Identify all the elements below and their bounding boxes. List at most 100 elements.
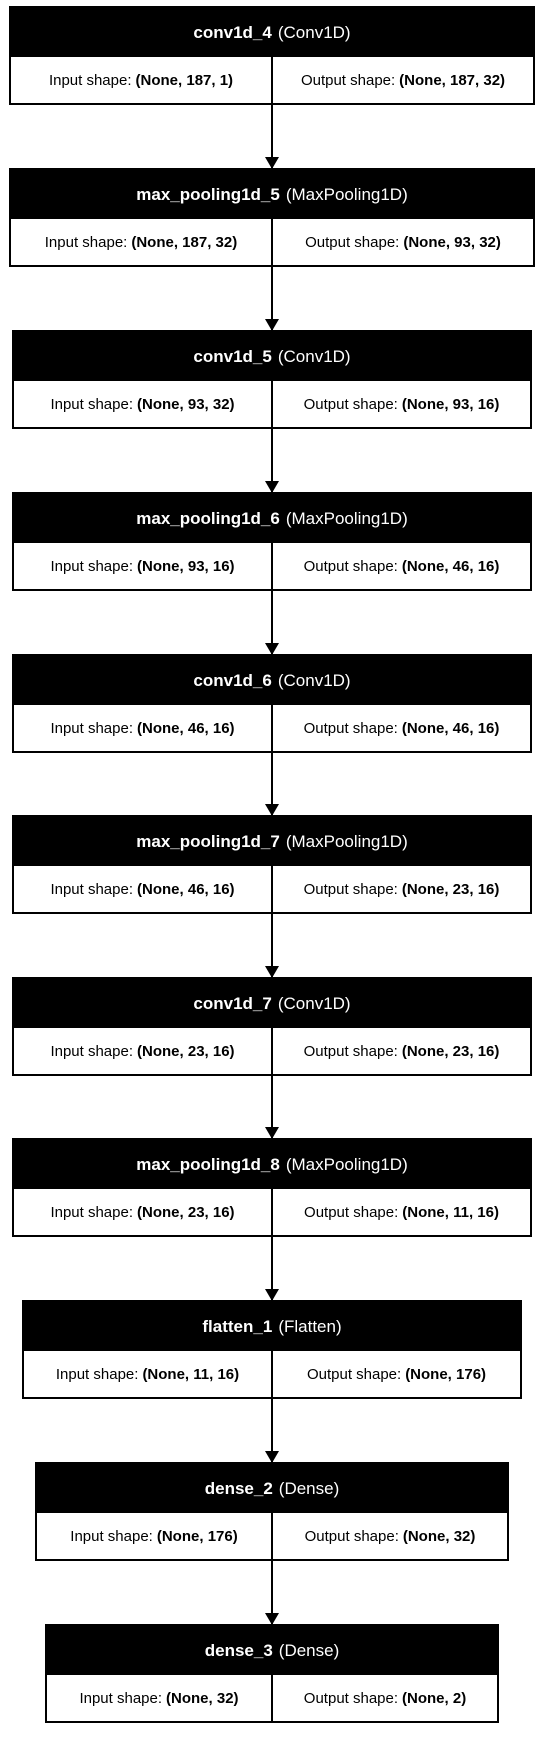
input-shape-cell: Input shape:(None, 187, 1) [11, 57, 271, 103]
layer-shapes-row: Input shape:(None, 46, 16)Output shape:(… [14, 705, 530, 751]
layer-node-max-pooling1d-7: max_pooling1d_7(MaxPooling1D)Input shape… [12, 815, 532, 914]
layer-header: max_pooling1d_8(MaxPooling1D) [14, 1140, 530, 1189]
layer-header: flatten_1(Flatten) [24, 1302, 520, 1351]
output-shape-label: Output shape: [304, 1527, 399, 1545]
input-shape-label: Input shape: [50, 1203, 134, 1221]
output-shape-cell: Output shape:(None, 176) [271, 1351, 520, 1397]
layer-header: max_pooling1d_6(MaxPooling1D) [14, 494, 530, 543]
layer-type: (MaxPooling1D) [285, 184, 408, 204]
input-shape-value: (None, 93, 32) [137, 395, 235, 413]
layer-shapes-row: Input shape:(None, 46, 16) Output shape: (… [14, 866, 530, 912]
flow-arrow [265, 429, 279, 493]
input-shape-value: (None, 187, 1) [135, 71, 234, 89]
arrowhead-icon [265, 1613, 279, 1625]
input-shape-label: Input shape: [50, 395, 134, 413]
layer-type: (Conv1D) [277, 22, 351, 42]
layer-name: max_pooling1d_5 [136, 184, 280, 204]
output-shape-label: Output shape: [305, 233, 400, 251]
output-shape-cell: Output shape:(None, 11, 16) [271, 1189, 530, 1235]
output-shape-label: Output shape: [300, 71, 396, 89]
layer-name: flatten_1 [202, 1316, 273, 1336]
layer-type: (MaxPooling1D) [285, 831, 408, 851]
output-shape-value: (None, 32) [402, 1527, 476, 1545]
flow-arrow [265, 105, 279, 169]
input-shape-cell: Input shape:(None, 32) [47, 1675, 271, 1721]
layer-node-conv1d-7: conv1d_7(Conv1D)Input shape:(None, 23, 1… [12, 977, 532, 1076]
input-shape-cell: Input shape:(None, 93, 16) [14, 543, 271, 589]
output-shape-value: (None, 46, 16) [401, 719, 500, 737]
input-shape-cell: Input shape:(None, 46, 16) [14, 705, 271, 751]
arrowhead-icon [265, 804, 279, 816]
output-shape-label: Output shape: [304, 1203, 399, 1221]
layer-type: (Conv1D) [277, 993, 351, 1013]
output-shape-label: Output shape: [303, 395, 398, 413]
input-shape-cell: Input shape:(None, 23, 16) [14, 1189, 271, 1235]
layer-node-max-pooling1d-6: max_pooling1d_6(MaxPooling1D)Input shape… [12, 492, 532, 591]
input-shape-cell: Input shape:(None, 23, 16) [14, 1028, 271, 1074]
flow-arrow [265, 914, 279, 978]
layer-shapes-row: Input shape:(None, 187, 32)Output shape:… [11, 219, 533, 265]
layer-type: (MaxPooling1D) [285, 1154, 408, 1174]
input-shape-value: (None, 176) [156, 1527, 238, 1545]
layer-header: conv1d_5(Conv1D) [14, 332, 530, 381]
input-shape-cell: Input shape:(None, 46, 16) [14, 866, 271, 912]
layer-node-max-pooling1d-8: max_pooling1d_8(MaxPooling1D)Input shape… [12, 1138, 532, 1237]
input-shape-label: Input shape: [50, 1042, 134, 1060]
arrowhead-icon [265, 481, 279, 493]
output-shape-value: (None, 176) [405, 1365, 487, 1383]
flow-arrow [265, 1076, 279, 1139]
output-shape-label: Output shape: [303, 1042, 398, 1060]
layer-node-conv1d-6: conv1d_6(Conv1D)Input shape:(None, 46, 1… [12, 654, 532, 753]
output-shape-label: Output shape: [303, 880, 398, 898]
layer-name: max_pooling1d_6 [136, 508, 280, 528]
output-shape-cell: Output shape:(None, 93, 16) [271, 381, 530, 427]
layer-name: conv1d_4 [193, 22, 272, 42]
layer-type: (MaxPooling1D) [285, 508, 408, 528]
layer-type: (Dense) [278, 1640, 340, 1660]
layer-header: dense_3(Dense) [47, 1626, 497, 1675]
arrowhead-icon [265, 319, 279, 331]
output-shape-value: (None, 46, 16) [401, 557, 500, 575]
output-shape-cell: Output shape:(None, 46, 16) [271, 543, 530, 589]
layer-name: conv1d_5 [193, 346, 272, 366]
input-shape-label: Input shape: [70, 1527, 153, 1545]
arrowhead-icon [265, 966, 279, 978]
output-shape-cell: Output shape:(None, 2) [271, 1675, 497, 1721]
arrowhead-icon [265, 643, 279, 655]
output-shape-cell: Output shape:(None, 93, 32) [271, 219, 533, 265]
layer-header: conv1d_7(Conv1D) [14, 979, 530, 1028]
input-shape-value: (None, 46, 16) [137, 880, 235, 898]
layer-node-dense-3: dense_3(Dense)Input shape:(None, 32)Outp… [45, 1624, 499, 1723]
input-shape-label: Input shape: [50, 880, 134, 898]
layer-shapes-row: Input shape:(None, 23, 16)Output shape:(… [14, 1189, 530, 1235]
input-shape-value: (None, 32) [166, 1689, 239, 1707]
input-shape-label: Input shape: [44, 233, 128, 251]
output-shape-value: (None, 187, 32) [399, 71, 506, 89]
layer-header: conv1d_4(Conv1D) [11, 8, 533, 57]
input-shape-cell: Input shape:(None, 11, 16) [24, 1351, 271, 1397]
layer-node-dense-2: dense_2(Dense) Input shape:(None, 176) Out… [35, 1462, 509, 1561]
layer-node-flatten-1: flatten_1(Flatten)Input shape:(None, 11,… [22, 1300, 522, 1399]
flow-arrow [265, 1237, 279, 1301]
output-shape-value: (None, 93, 16) [401, 395, 500, 413]
layer-type: (Flatten) [278, 1316, 342, 1336]
input-shape-label: Input shape: [48, 71, 132, 89]
flow-arrow [265, 753, 279, 816]
input-shape-label: Input shape: [55, 1365, 139, 1383]
flow-arrow [265, 267, 279, 331]
input-shape-value: (None, 23, 16) [137, 1203, 235, 1221]
output-shape-value: (None, 93, 32) [403, 233, 501, 251]
arrowhead-icon [265, 1289, 279, 1301]
layer-shapes-row: Input shape:(None, 93, 16)Output shape:(… [14, 543, 530, 589]
layer-header: dense_2(Dense) [37, 1464, 507, 1513]
output-shape-cell: Output shape:(None, 32) [271, 1513, 507, 1559]
layer-shapes-row: Input shape:(None, 176) Output shape:(Non… [37, 1513, 507, 1559]
layer-type: (Conv1D) [277, 346, 351, 366]
flow-arrow [265, 591, 279, 655]
input-shape-value: (None, 23, 16) [137, 1042, 235, 1060]
output-shape-cell: Output shape:(None, 187, 32) [271, 57, 533, 103]
layer-node-conv1d-5: conv1d_5(Conv1D) Input shape:(None, 93, 3… [12, 330, 532, 429]
layer-type: (Conv1D) [277, 670, 351, 690]
layer-type: (Dense) [278, 1478, 340, 1498]
layer-name: dense_3 [204, 1640, 273, 1660]
